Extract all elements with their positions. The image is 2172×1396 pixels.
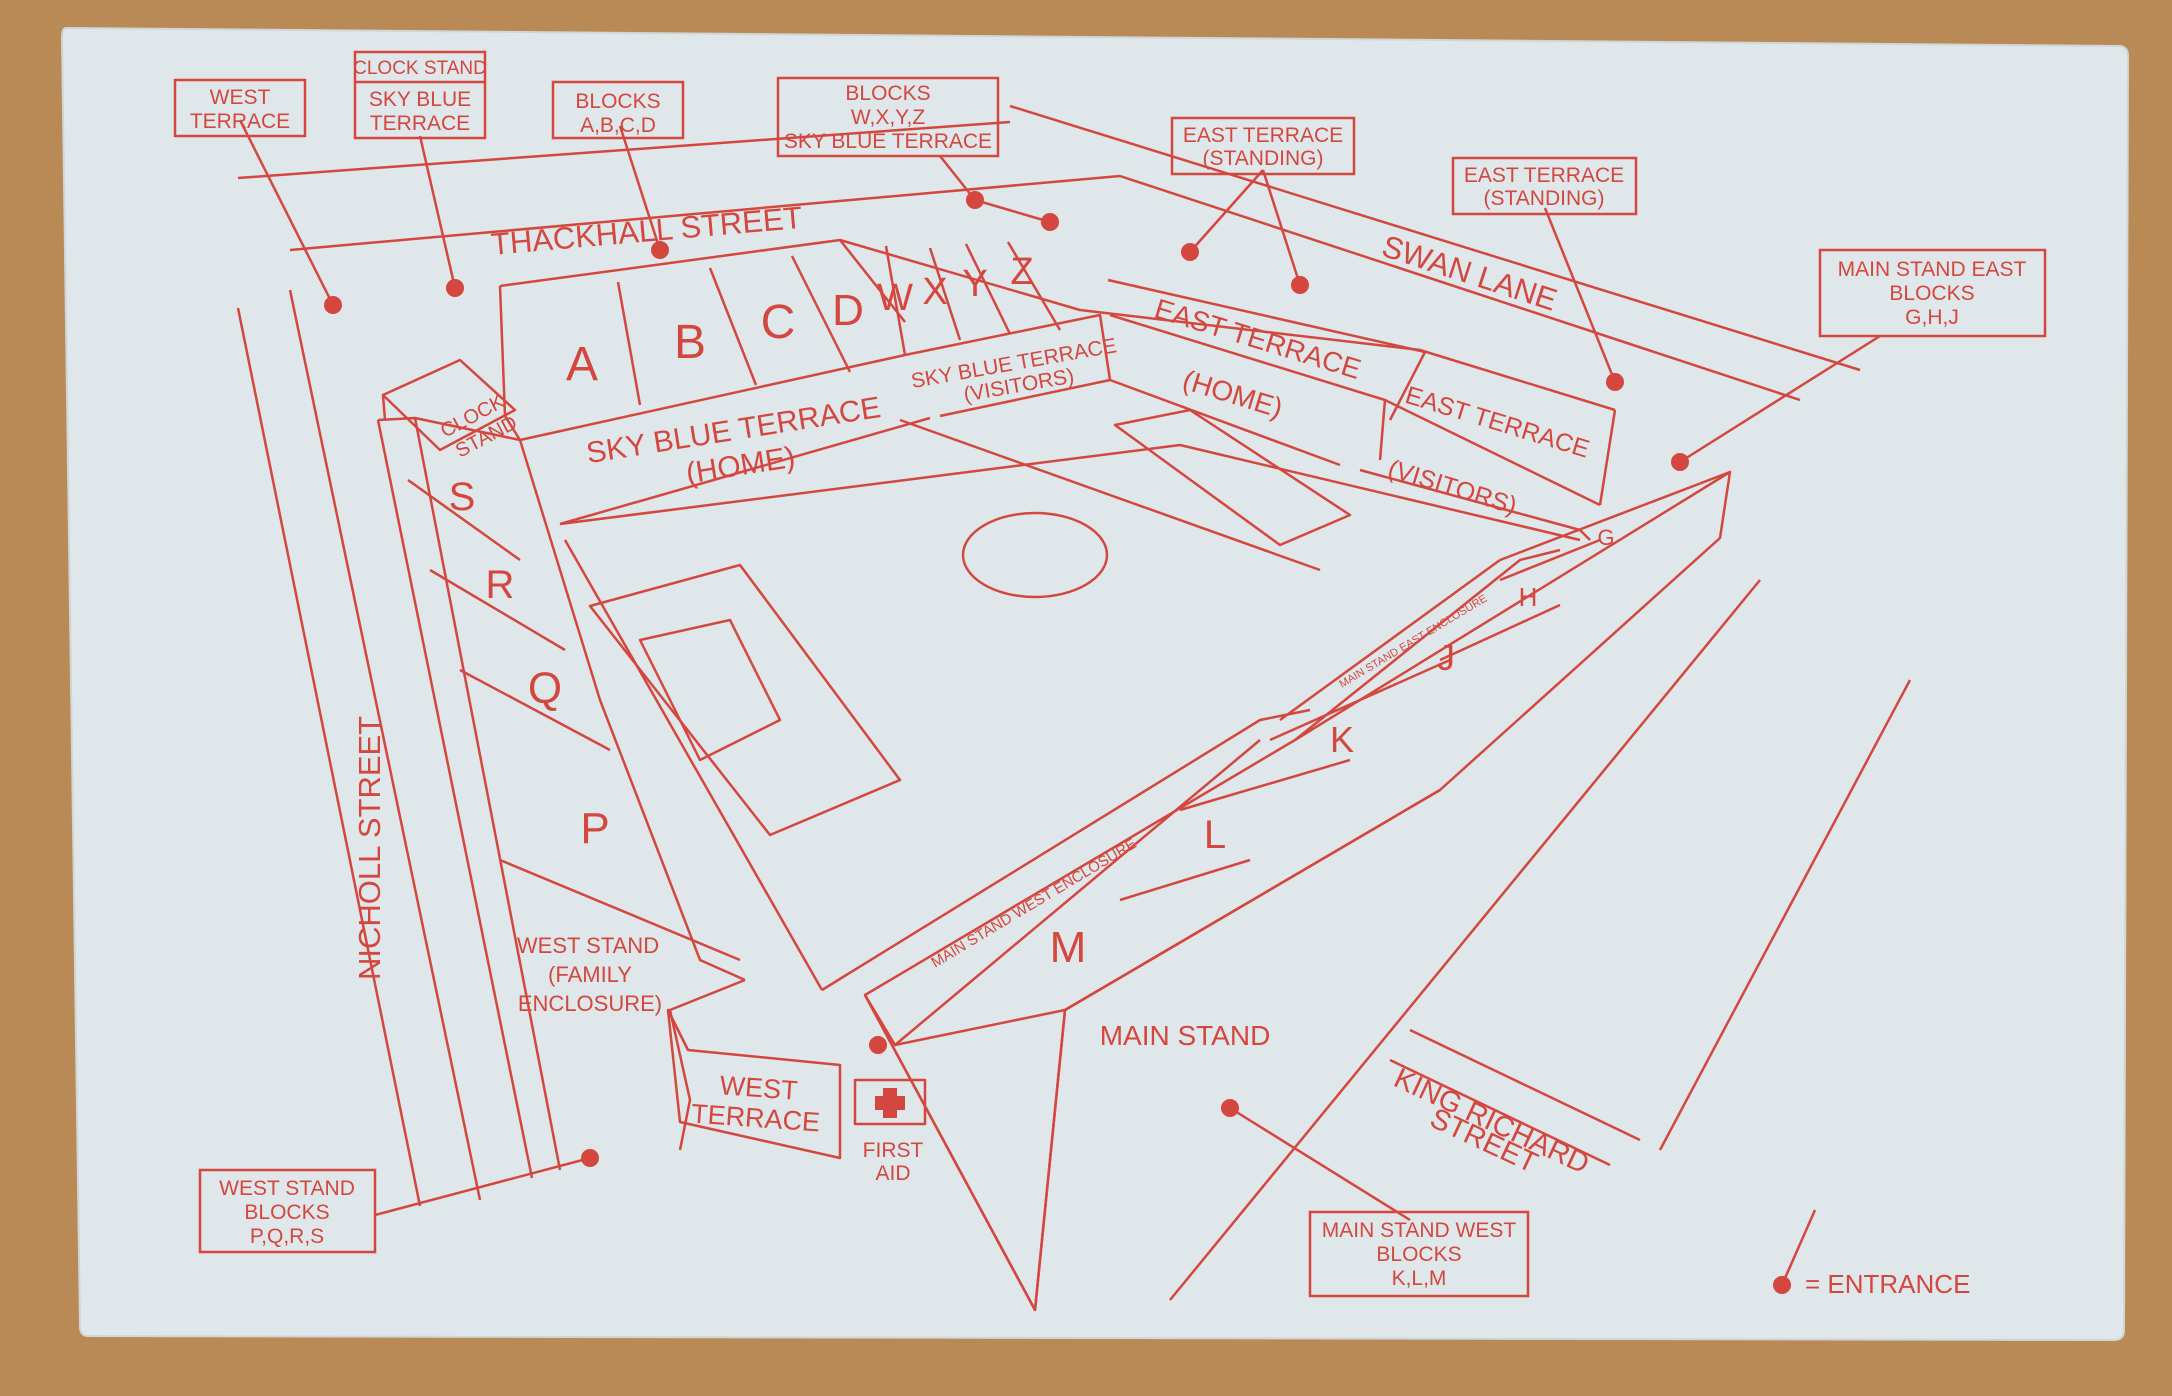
block-a: A xyxy=(566,338,598,391)
block-d: D xyxy=(832,286,864,335)
callout-west-terrace-l1: WEST xyxy=(210,86,271,109)
callout-main-east-l3: G,H,J xyxy=(1905,306,1959,329)
block-c: C xyxy=(761,296,796,349)
entrance-legend: = ENTRANCE xyxy=(1805,1269,1970,1299)
callout-main-east-l2: BLOCKS xyxy=(1889,282,1974,305)
callout-blocks-wxyz-l1: BLOCKS xyxy=(845,82,930,105)
callout-main-east-l1: MAIN STAND EAST xyxy=(1838,258,2027,281)
entrance-markers xyxy=(324,191,1791,1294)
first-aid-cross-icon xyxy=(875,1088,905,1118)
block-y: Y xyxy=(962,263,987,305)
block-m: M xyxy=(1050,923,1087,972)
callout-blocks-wxyz-l3: SKY BLUE TERRACE xyxy=(784,130,992,153)
callout-main-west-l1: MAIN STAND WEST xyxy=(1322,1219,1517,1242)
callout-main-west-l3: K,L,M xyxy=(1392,1267,1447,1290)
block-p: P xyxy=(580,804,609,853)
callout-clock-stand: CLOCK STAND xyxy=(353,58,487,79)
street-nicholl: NICHOLL STREET xyxy=(352,716,387,980)
block-w: W xyxy=(877,277,913,319)
block-s: S xyxy=(449,475,476,519)
block-l: L xyxy=(1204,813,1226,857)
callout-boxes xyxy=(173,50,2047,1298)
block-b: B xyxy=(674,316,706,369)
map-lines xyxy=(236,104,1912,1312)
callout-blocks-abcd-l1: BLOCKS xyxy=(575,90,660,113)
first-aid-l2: AID xyxy=(875,1162,910,1185)
callout-west-stand-l1: WEST STAND xyxy=(219,1177,355,1200)
callout-sky-blue-l1: SKY BLUE xyxy=(369,88,471,111)
block-x: X xyxy=(922,271,947,313)
callout-west-terrace-l2: TERRACE xyxy=(190,110,290,133)
callout-west-stand-l3: P,Q,R,S xyxy=(250,1225,324,1248)
west-family-l1: WEST STAND xyxy=(517,933,659,958)
block-h: H xyxy=(1519,582,1538,612)
west-family-l2: (FAMILY xyxy=(548,962,632,987)
first-aid-l1: FIRST xyxy=(863,1139,924,1162)
west-family-l3: ENCLOSURE) xyxy=(518,991,662,1016)
callout-blocks-abcd-l2: A,B,C,D xyxy=(580,114,656,137)
block-k: K xyxy=(1330,719,1354,760)
main-stand-label: MAIN STAND xyxy=(1100,1020,1271,1051)
ticket-card xyxy=(60,26,2130,1342)
block-z: Z xyxy=(1010,251,1033,293)
callout-east-terrace-2-l1: EAST TERRACE xyxy=(1464,164,1624,187)
block-g: G xyxy=(1597,525,1614,550)
callout-blocks-wxyz-l2: W,X,Y,Z xyxy=(851,106,925,129)
callout-east-terrace-2-l2: (STANDING) xyxy=(1484,187,1605,210)
callout-sky-blue-l2: TERRACE xyxy=(370,112,470,135)
callout-main-west-l2: BLOCKS xyxy=(1376,1243,1461,1266)
block-q: Q xyxy=(528,664,562,713)
callout-east-terrace-1-l1: EAST TERRACE xyxy=(1183,124,1343,147)
block-j: J xyxy=(1437,637,1455,678)
callout-west-stand-l2: BLOCKS xyxy=(244,1201,329,1224)
west-terrace-l1: WEST xyxy=(719,1070,799,1105)
callout-east-terrace-1-l2: (STANDING) xyxy=(1203,147,1324,170)
block-r: R xyxy=(486,563,515,607)
